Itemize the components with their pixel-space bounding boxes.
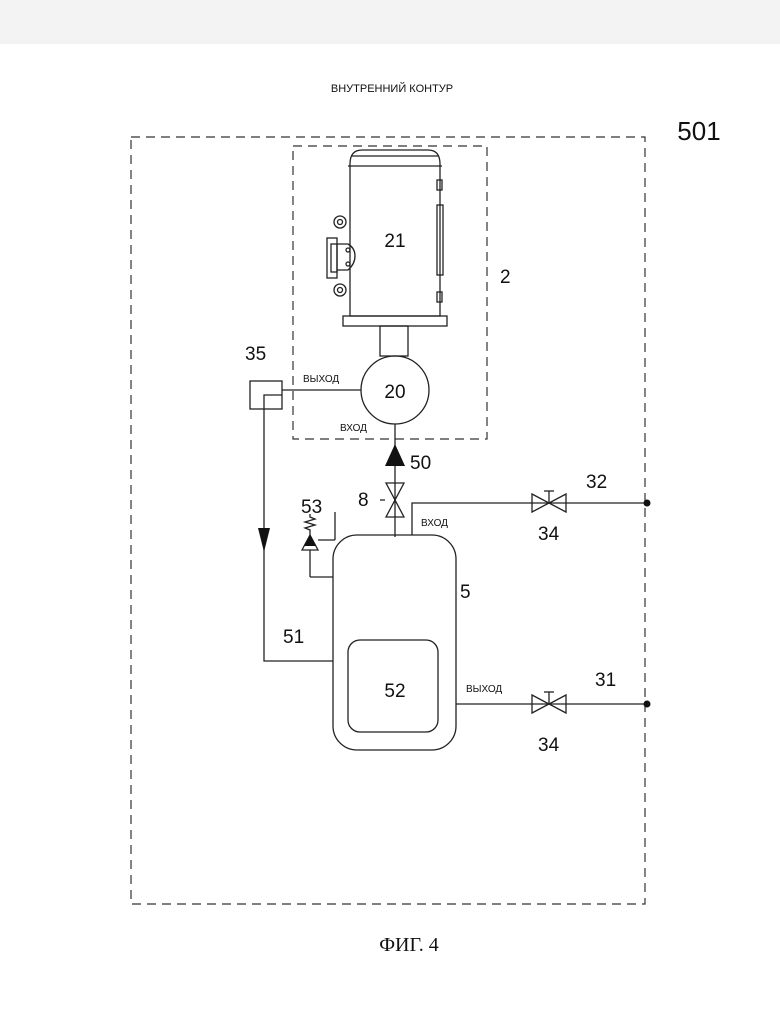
label-pump-inlet: ВХОД (340, 423, 367, 434)
supply-flow-arrow-icon (385, 444, 405, 466)
terminal-box-icon (327, 216, 355, 296)
label-return-line: 51 (283, 627, 304, 648)
label-safety-valve: 53 (301, 497, 322, 518)
label-tank-outlet: ВЫХОД (466, 684, 502, 695)
safety-valve-icon (302, 512, 335, 577)
label-valve-lower: 34 (538, 735, 560, 756)
label-tank: 5 (460, 582, 471, 603)
label-valve-upper: 34 (538, 524, 560, 545)
filter (250, 381, 282, 409)
label-pump: 20 (384, 382, 405, 403)
motor: 21 (327, 150, 447, 356)
return-flow-arrow-icon (258, 528, 270, 552)
figure-caption: ФИГ. 4 (379, 934, 439, 956)
valve-upper-icon (532, 491, 566, 512)
label-outlet-pipe: 31 (595, 670, 616, 691)
label-filter: 35 (245, 344, 266, 365)
label-unit: 2 (500, 267, 511, 288)
valve-lower-icon (532, 692, 566, 713)
tank: 52 (333, 535, 456, 750)
inlet-connection-point (644, 500, 651, 507)
label-tank-inlet: ВХОД (421, 518, 448, 529)
label-pump-outlet: ВЫХОД (303, 374, 339, 385)
label-flow-arrow: 50 (410, 453, 431, 474)
label-circuit: 501 (677, 116, 720, 146)
label-valve: 8 (358, 490, 369, 511)
inner-circuit-boundary (131, 137, 645, 904)
pump: 20 (361, 356, 429, 424)
label-inlet-pipe: 32 (586, 472, 607, 493)
valve-vertical-icon (380, 483, 404, 517)
diagram-header: ВНУТРЕННИЙ КОНТУР (331, 82, 453, 95)
label-motor: 21 (384, 231, 405, 252)
outlet-connection-point (644, 701, 651, 708)
label-heat-exchanger: 52 (384, 681, 405, 702)
